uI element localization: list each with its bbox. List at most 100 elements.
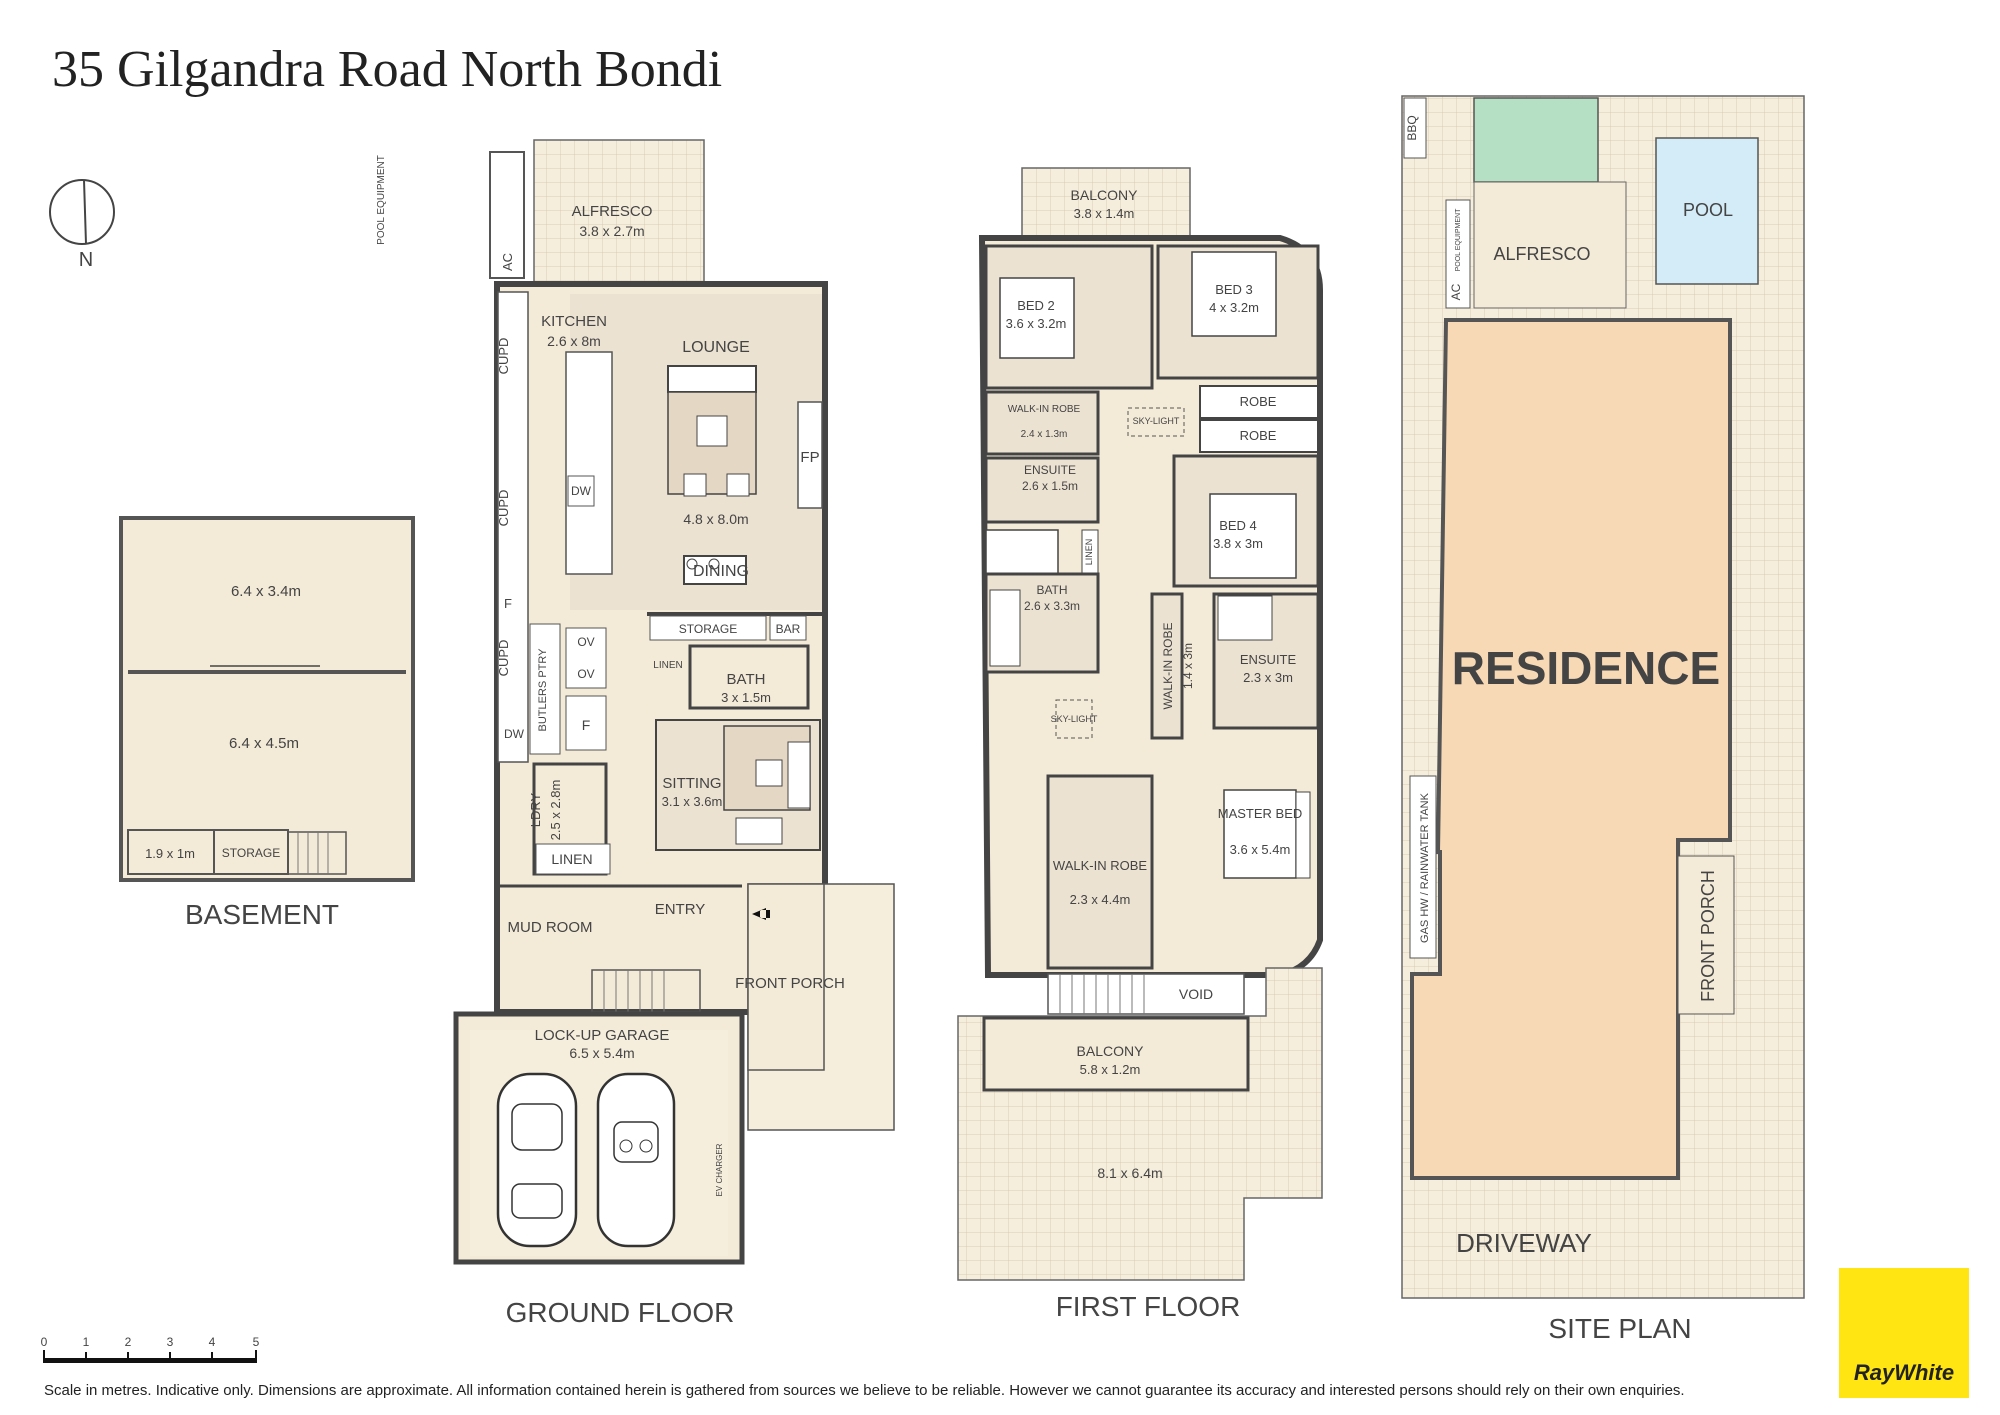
scale-tick-label: 4 [209, 1335, 216, 1349]
bath-dim: 3 x 1.5m [721, 690, 771, 705]
dining-label: DINING [693, 563, 749, 580]
basement-room-top-dim: 6.4 x 3.4m [231, 583, 301, 600]
walk-in-robe-dim: 1.4 x 3m [1181, 643, 1195, 689]
walk-in-robe-label: WALK-IN ROBE [1161, 623, 1175, 710]
lounge-label: LOUNGE [682, 339, 750, 356]
cupd-label: CUPD [496, 640, 511, 677]
ground-floor-plan: CUPD CUPD F CUPD POOL EQUIPMENT AC ALFRE… [376, 139, 895, 1265]
pool-equipment-label: POOL EQUIPMENT [376, 155, 387, 245]
void-label: VOID [1179, 986, 1213, 1002]
deck-dim: 8.1 x 6.4m [1097, 1165, 1162, 1181]
scale-tick-label: 3 [167, 1335, 174, 1349]
scale-tick-label: 2 [125, 1335, 132, 1349]
car-icon [496, 1072, 578, 1248]
mud-room-label: MUD ROOM [508, 919, 593, 936]
disclaimer-text: Scale in metres. Indicative only. Dimens… [44, 1382, 1685, 1399]
basement-storage-label: STORAGE [222, 846, 280, 860]
bar-label: BAR [776, 622, 801, 636]
skylight-label: SKY-LIGHT [1133, 416, 1180, 426]
garage-label: LOCK-UP GARAGE [535, 1027, 670, 1044]
entry-label: ENTRY [655, 901, 706, 918]
skylight-label: SKY-LIGHT [1051, 714, 1098, 724]
site-plan-title: SITE PLAN [1548, 1313, 1691, 1344]
bed3-label: BED 3 [1215, 282, 1253, 297]
walk-in-robe-dim: 2.3 x 4.4m [1070, 892, 1131, 907]
convertible-car-icon [596, 1072, 676, 1248]
scale-tick-label: 1 [83, 1335, 90, 1349]
alfresco-label: ALFRESCO [1493, 244, 1590, 264]
fridge-label: F [582, 717, 591, 733]
basement-small-room-dim: 1.9 x 1m [145, 846, 195, 861]
front-porch-label: FRONT PORCH [1698, 870, 1718, 1002]
oven-label: OV [577, 635, 594, 649]
driveway-label: DRIVEWAY [1456, 1228, 1592, 1258]
alfresco-label: ALFRESCO [572, 203, 653, 220]
pool-equipment-label: POOL EQUIPMENT [1455, 208, 1462, 271]
storage-label: STORAGE [679, 622, 737, 636]
ensuite-dim: 2.6 x 1.5m [1022, 479, 1078, 493]
scale-bar: 0 1 2 3 4 5 [41, 1335, 260, 1363]
bath-label: BATH [727, 671, 766, 688]
bath-dim: 2.6 x 3.3m [1024, 599, 1080, 613]
walk-in-robe-label: WALK-IN ROBE [1008, 404, 1081, 415]
balcony-label: BALCONY [1071, 187, 1139, 203]
kitchen-dim: 2.6 x 8m [547, 333, 601, 349]
basement-title: BASEMENT [185, 899, 339, 930]
ac-label: AC [1449, 283, 1463, 300]
master-bed-dim: 3.6 x 5.4m [1230, 842, 1291, 857]
raywhite-logo: RayWhite [1839, 1268, 1969, 1398]
walk-in-robe-label: WALK-IN ROBE [1053, 858, 1147, 873]
garage-dim: 6.5 x 5.4m [569, 1045, 634, 1061]
bed4-label: BED 4 [1219, 518, 1257, 533]
linen-label: LINEN [653, 660, 682, 671]
logo-text: RayWhite [1853, 1360, 1955, 1385]
walk-in-robe-dim: 2.4 x 1.3m [1021, 429, 1068, 440]
compass-north-label: N [79, 249, 93, 271]
gas-hw-label: GAS HW / RAINWATER TANK [1419, 792, 1431, 943]
laundry-dim: 2.5 x 2.8m [548, 780, 563, 841]
sitting-label: SITTING [662, 775, 721, 792]
page-title: 35 Gilgandra Road North Bondi [52, 41, 723, 98]
bed3-dim: 4 x 3.2m [1209, 300, 1259, 315]
robe-label: ROBE [1240, 428, 1277, 443]
balcony-label: BALCONY [1077, 1043, 1145, 1059]
scale-tick-label: 0 [41, 1335, 48, 1349]
balcony-dim: 3.8 x 1.4m [1074, 206, 1135, 221]
balcony-dim: 5.8 x 1.2m [1080, 1062, 1141, 1077]
bed2-dim: 3.6 x 3.2m [1006, 316, 1067, 331]
first-floor-plan: BALCONY 3.8 x 1.4m BED 2 3.6 x 3.2m BED … [957, 167, 1323, 1281]
linen-label: LINEN [1084, 539, 1094, 566]
linen-label: LINEN [551, 851, 592, 867]
ensuite-label: ENSUITE [1024, 463, 1076, 477]
bbq-label: BBQ [1405, 115, 1419, 140]
oven-label: OV [577, 667, 594, 681]
bath-label: BATH [1036, 583, 1067, 597]
site-plan: BBQ POOL ALFRESCO POOL EQUIPMENT AC RESI… [1401, 95, 1805, 1299]
bed4-dim: 3.8 x 3m [1213, 536, 1263, 551]
ensuite-dim: 2.3 x 3m [1243, 670, 1293, 685]
ev-charger-label: EV CHARGER [715, 1143, 724, 1196]
scale-tick-label: 5 [253, 1335, 260, 1349]
front-porch-label: FRONT PORCH [735, 975, 845, 992]
robe-label: ROBE [1240, 394, 1277, 409]
butlers-pantry-label: BUTLERS PTRY [537, 648, 549, 732]
ac-label: AC [500, 253, 515, 271]
residence-label: RESIDENCE [1452, 642, 1720, 694]
compass-icon: N [49, 179, 115, 271]
basement-room-bottom-dim: 6.4 x 4.5m [229, 735, 299, 752]
entry-arrow-icon [752, 908, 770, 920]
fireplace-label: FP [800, 449, 819, 466]
dishwasher-label: DW [571, 484, 592, 498]
sitting-dim: 3.1 x 3.6m [662, 794, 723, 809]
cupd-label: CUPD [496, 490, 511, 527]
dishwasher-label: DW [504, 727, 525, 741]
ground-floor-title: GROUND FLOOR [506, 1297, 735, 1328]
basement-plan: 6.4 x 3.4m 6.4 x 4.5m 1.9 x 1m STORAGE [119, 516, 415, 882]
lounge-dim: 4.8 x 8.0m [683, 511, 748, 527]
alfresco-dim: 3.8 x 2.7m [579, 223, 644, 239]
bed2-label: BED 2 [1017, 298, 1055, 313]
laundry-label: LDRY [528, 792, 543, 827]
ensuite-label: ENSUITE [1240, 652, 1297, 667]
pool-label: POOL [1683, 200, 1733, 220]
